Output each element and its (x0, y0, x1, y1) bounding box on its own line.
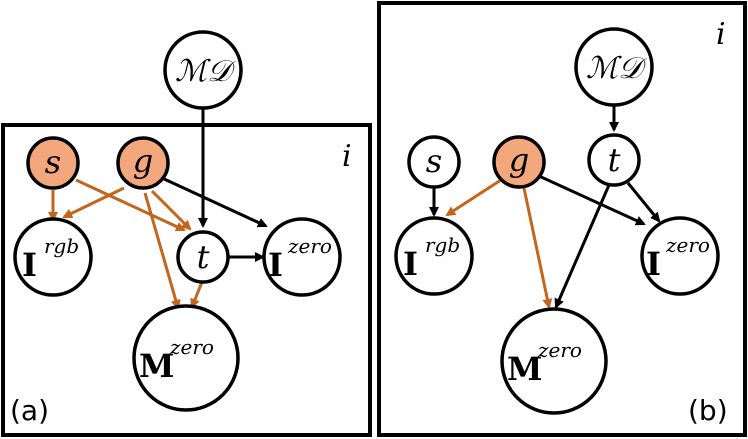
node-b-g-label: g (509, 141, 529, 179)
plate-b-index-label: i (716, 17, 726, 52)
edge-b-g-to-mzero (522, 187, 553, 309)
edge-b-t-to-mzero (554, 184, 611, 309)
edge-b-t-to-izero (626, 182, 661, 223)
node-a-izero-base: I (268, 246, 283, 284)
panel-b-caption: (b) (688, 394, 728, 427)
edge-a-s-to-t (75, 178, 186, 232)
edge-a-g-to-irgb (62, 186, 125, 219)
panel-a-caption: (a) (10, 394, 49, 427)
edge-a-t-to-mzero (190, 281, 204, 309)
plate-b (377, 1, 747, 437)
node-a-s: s (26, 136, 80, 190)
node-a-irgb-sup: rgb (44, 234, 79, 258)
node-b-mzero-sup: zero (537, 338, 582, 362)
node-b-mzero: M zero (500, 307, 608, 415)
node-b-izero: I zero (640, 216, 720, 296)
node-a-g-label: g (133, 142, 153, 180)
node-a-irgb-base: I (22, 246, 37, 284)
node-a-izero-sup: zero (287, 234, 332, 258)
node-b-izero-base: I (646, 245, 661, 283)
panel-b: i (b) ℳ𝒟 s g t I rgb (377, 1, 747, 437)
panel-a: i (a) ℳ𝒟 s g t I rgb (1, 30, 372, 437)
node-b-t: t (587, 133, 641, 187)
node-a-izero: I zero (262, 217, 342, 297)
node-a-md-label: ℳ𝒟 (175, 54, 236, 89)
node-b-g: g (492, 135, 546, 189)
node-b-irgb-base: I (403, 245, 418, 283)
node-b-irgb-sup: rgb (425, 233, 460, 257)
node-a-t-label: t (197, 238, 210, 276)
node-a-t: t (176, 230, 230, 284)
edge-b-g-to-izero (538, 174, 646, 226)
edge-b-g-to-irgb (445, 176, 505, 217)
edge-a-g-to-mzero (143, 192, 181, 310)
plate-a-index-label: i (342, 139, 352, 174)
node-b-s: s (407, 135, 461, 189)
node-a-mzero-sup: zero (169, 335, 214, 359)
node-b-t-label: t (608, 141, 621, 179)
plate-a (1, 123, 372, 437)
node-b-s-label: s (426, 142, 442, 180)
node-b-md: ℳ𝒟 (574, 27, 654, 107)
node-a-mzero: M zero (132, 304, 240, 412)
node-b-md-label: ℳ𝒟 (586, 51, 647, 86)
node-b-izero-sup: zero (665, 233, 710, 257)
edge-a-g-to-izero (161, 176, 268, 228)
node-a-g: g (116, 136, 170, 190)
edge-a-g-to-t (150, 189, 192, 231)
node-a-md: ℳ𝒟 (163, 30, 243, 110)
node-b-irgb: I rgb (394, 216, 474, 296)
node-a-mzero-base: M (139, 347, 174, 385)
node-a-irgb: I rgb (13, 217, 93, 297)
node-a-s-label: s (45, 143, 61, 181)
node-b-mzero-base: M (507, 350, 542, 388)
